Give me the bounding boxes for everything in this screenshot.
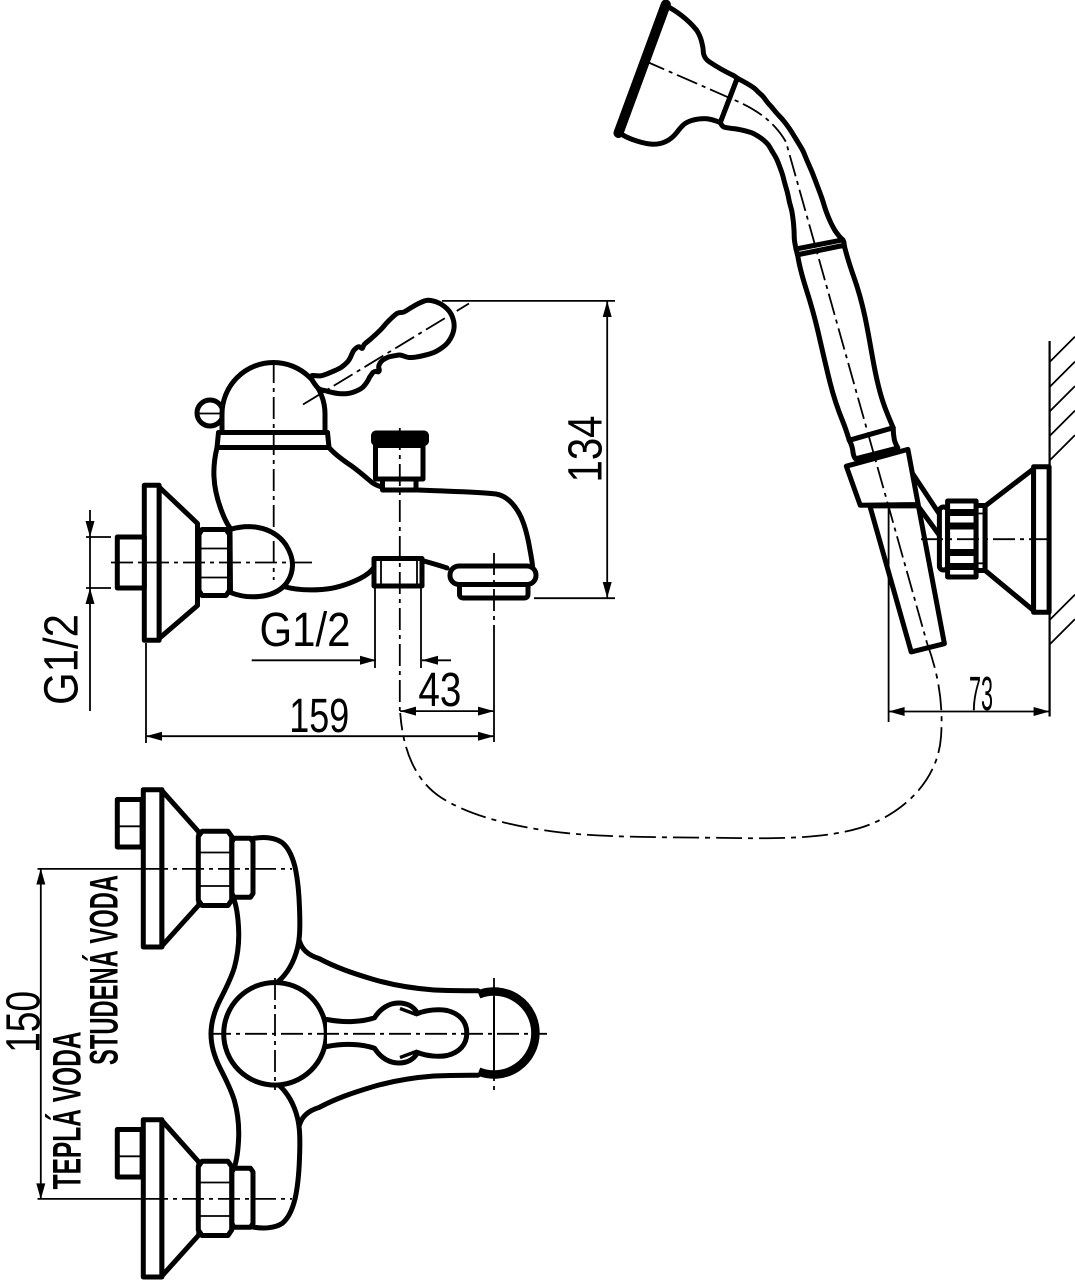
svg-text:STUDENÁ VODA: STUDENÁ VODA <box>81 875 126 1065</box>
svg-text:43: 43 <box>418 664 461 717</box>
svg-text:TEPLÁ VODA: TEPLÁ VODA <box>44 1031 89 1189</box>
svg-text:159: 159 <box>289 690 349 743</box>
svg-text:150: 150 <box>0 991 50 1053</box>
svg-text:134: 134 <box>560 416 613 483</box>
svg-text:G1/2: G1/2 <box>260 604 351 657</box>
svg-text:G1/2: G1/2 <box>35 614 88 705</box>
svg-text:73: 73 <box>969 668 993 721</box>
